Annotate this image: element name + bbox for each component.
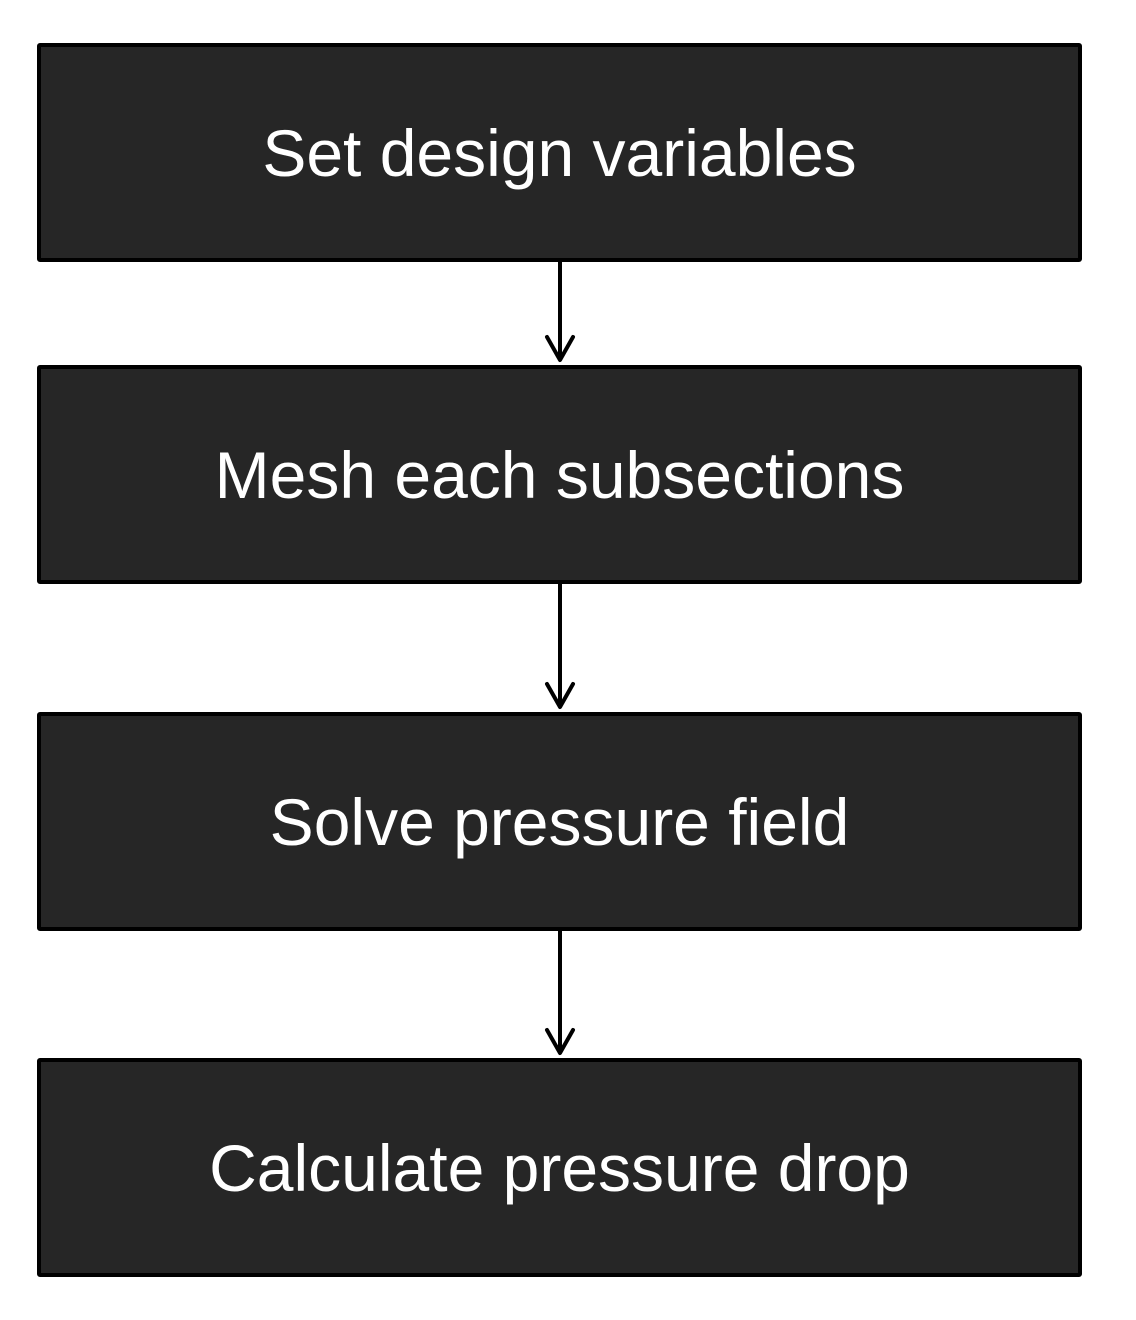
- step-box-calculate-pressure-drop: Calculate pressure drop: [37, 1058, 1082, 1277]
- arrow-step2-to-step3: [545, 584, 575, 709]
- step-box-set-design-variables: Set design variables: [37, 43, 1082, 262]
- step-box-mesh-each-subsections: Mesh each subsections: [37, 365, 1082, 584]
- step-label: Solve pressure field: [269, 784, 850, 859]
- step-label: Mesh each subsections: [214, 437, 905, 512]
- step-box-solve-pressure-field: Solve pressure field: [37, 712, 1082, 931]
- arrow-step1-to-step2: [545, 262, 575, 362]
- step-label: Set design variables: [262, 115, 857, 190]
- step-label: Calculate pressure drop: [209, 1130, 910, 1205]
- arrow-step3-to-step4: [545, 931, 575, 1055]
